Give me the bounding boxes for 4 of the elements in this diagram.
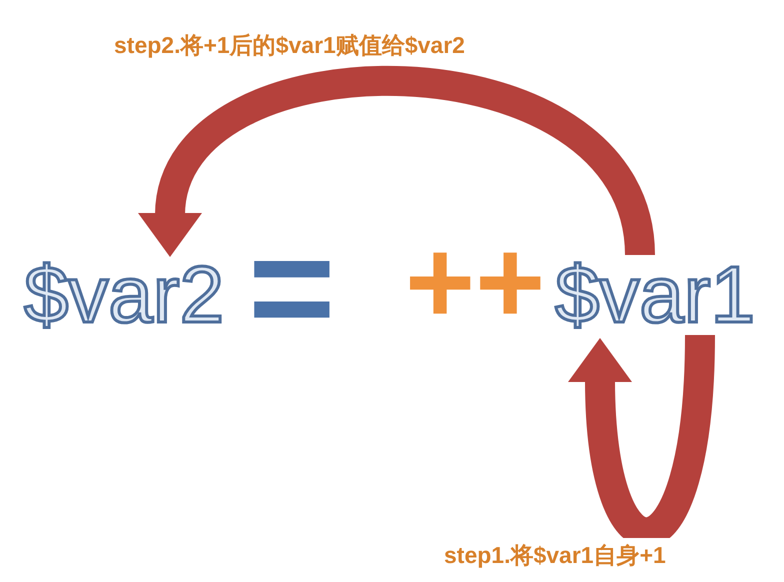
operator-symbol: ++ xyxy=(405,222,546,342)
operator-symbol: = xyxy=(248,212,336,362)
variable-name: $var1 xyxy=(545,255,765,335)
variable-name: $var2 xyxy=(8,255,240,335)
